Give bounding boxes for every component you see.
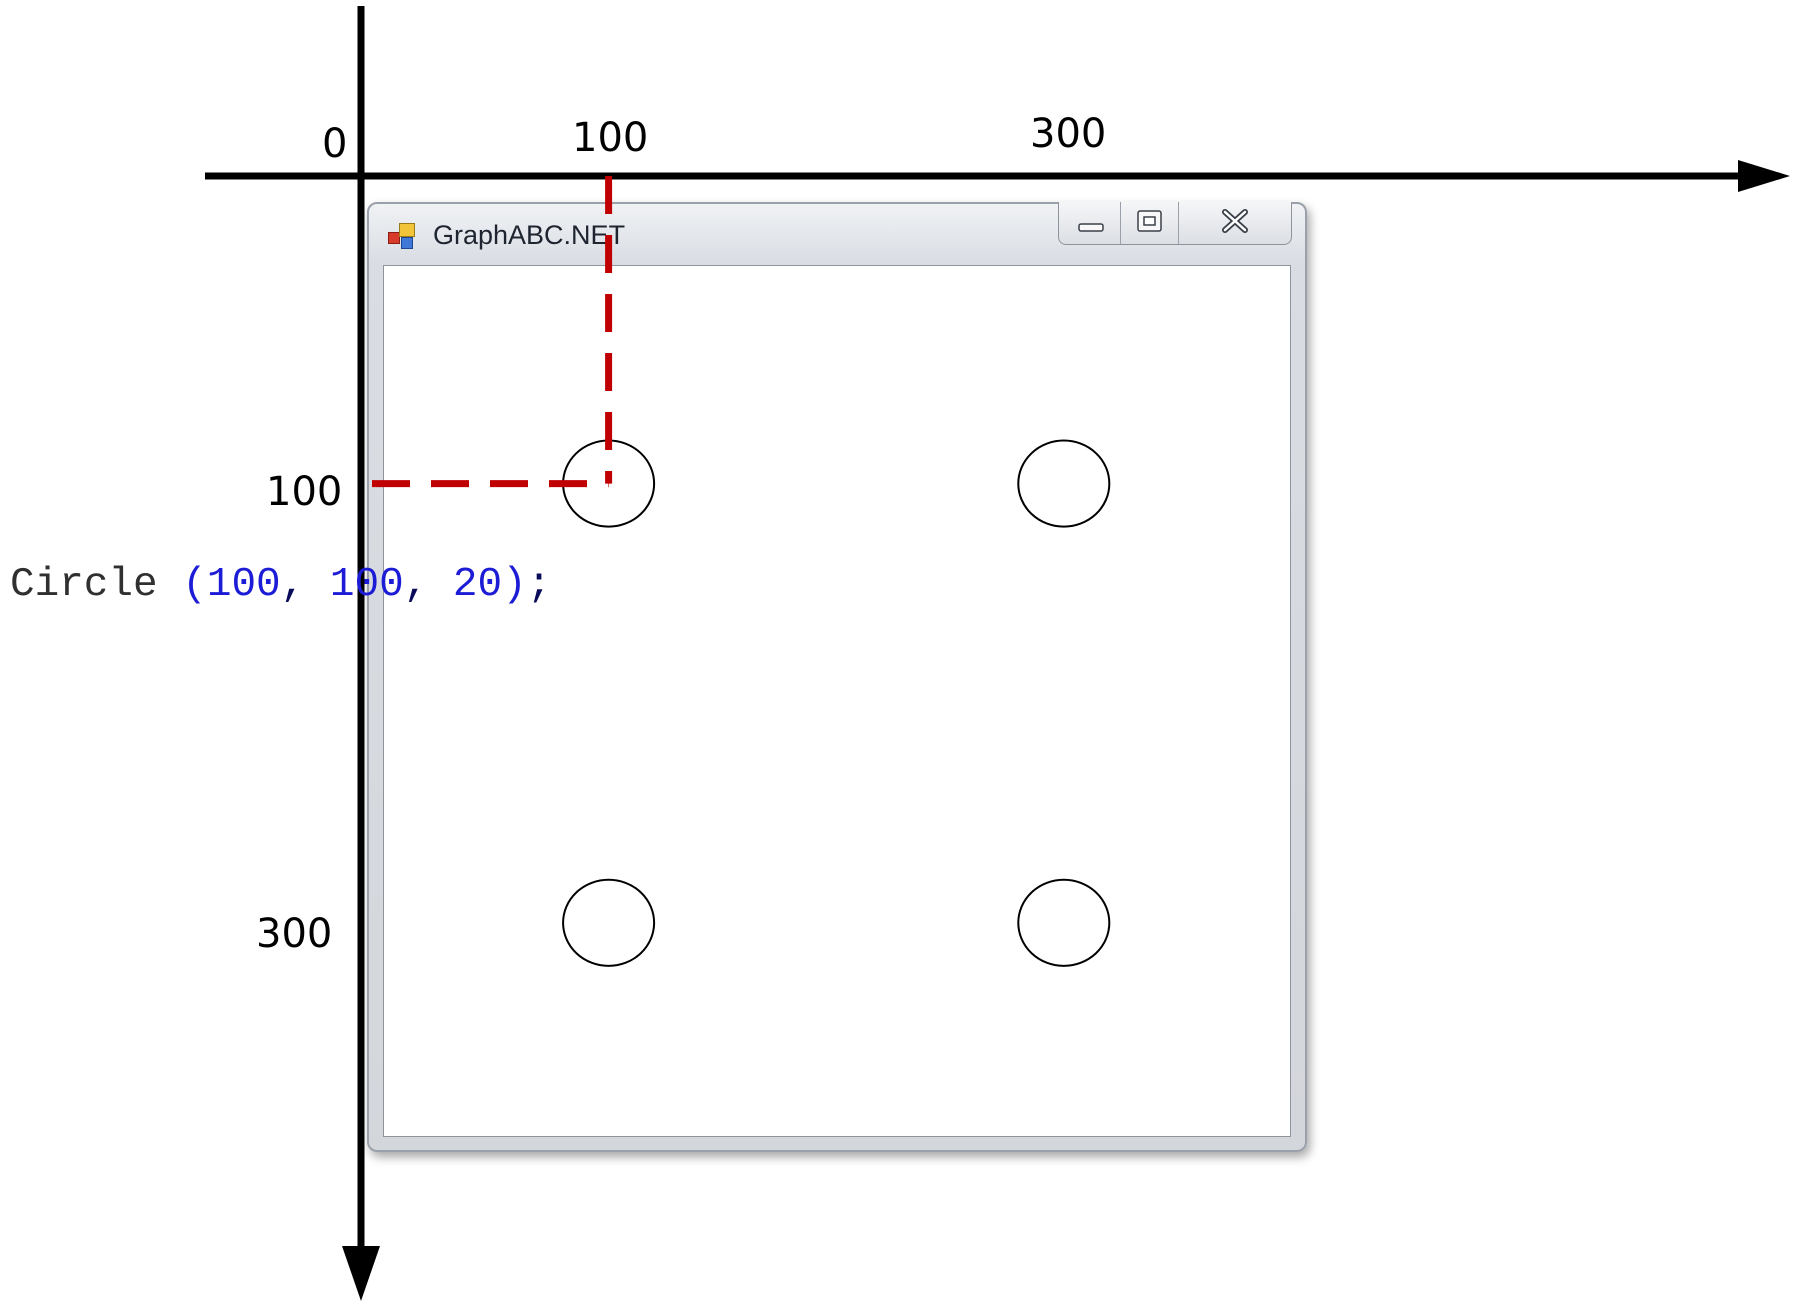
code-function-name: Circle	[10, 562, 158, 608]
y-axis-tick-label: 300	[256, 911, 333, 957]
code-arg-r: 20	[452, 562, 503, 608]
code-arg-y: 100	[329, 562, 404, 608]
minimize-icon	[1078, 223, 1104, 232]
circle-4	[1017, 878, 1111, 967]
close-icon	[1222, 209, 1248, 233]
y-axis-tick-label: 100	[266, 469, 343, 515]
window-drawing-area	[383, 265, 1291, 1137]
code-arg-x: 100	[206, 562, 281, 608]
minimize-button[interactable]	[1059, 202, 1121, 244]
guide-lines	[372, 176, 613, 488]
maximize-button[interactable]	[1121, 202, 1179, 244]
maximize-icon	[1137, 210, 1162, 232]
window-title: GraphABC.NET	[433, 220, 626, 250]
window-caption-buttons	[1058, 202, 1292, 245]
x-axis-tick-label: 300	[1030, 111, 1107, 157]
graphabc-window: GraphABC.NET	[367, 202, 1307, 1152]
window-title-bar[interactable]: GraphABC.NET	[369, 202, 1305, 264]
app-icon	[388, 223, 418, 251]
circles-layer	[562, 439, 1111, 967]
circle-3	[562, 878, 656, 967]
x-axis-arrowhead	[1738, 160, 1790, 192]
circle-2	[1017, 439, 1111, 528]
y-axis-arrowhead	[342, 1246, 380, 1301]
code-snippet: Circle (100, 100, 20);	[10, 562, 552, 608]
close-button[interactable]	[1179, 202, 1291, 244]
x-axis-tick-label: 100	[572, 115, 649, 161]
x-axis-tick-label: 0	[322, 121, 348, 167]
